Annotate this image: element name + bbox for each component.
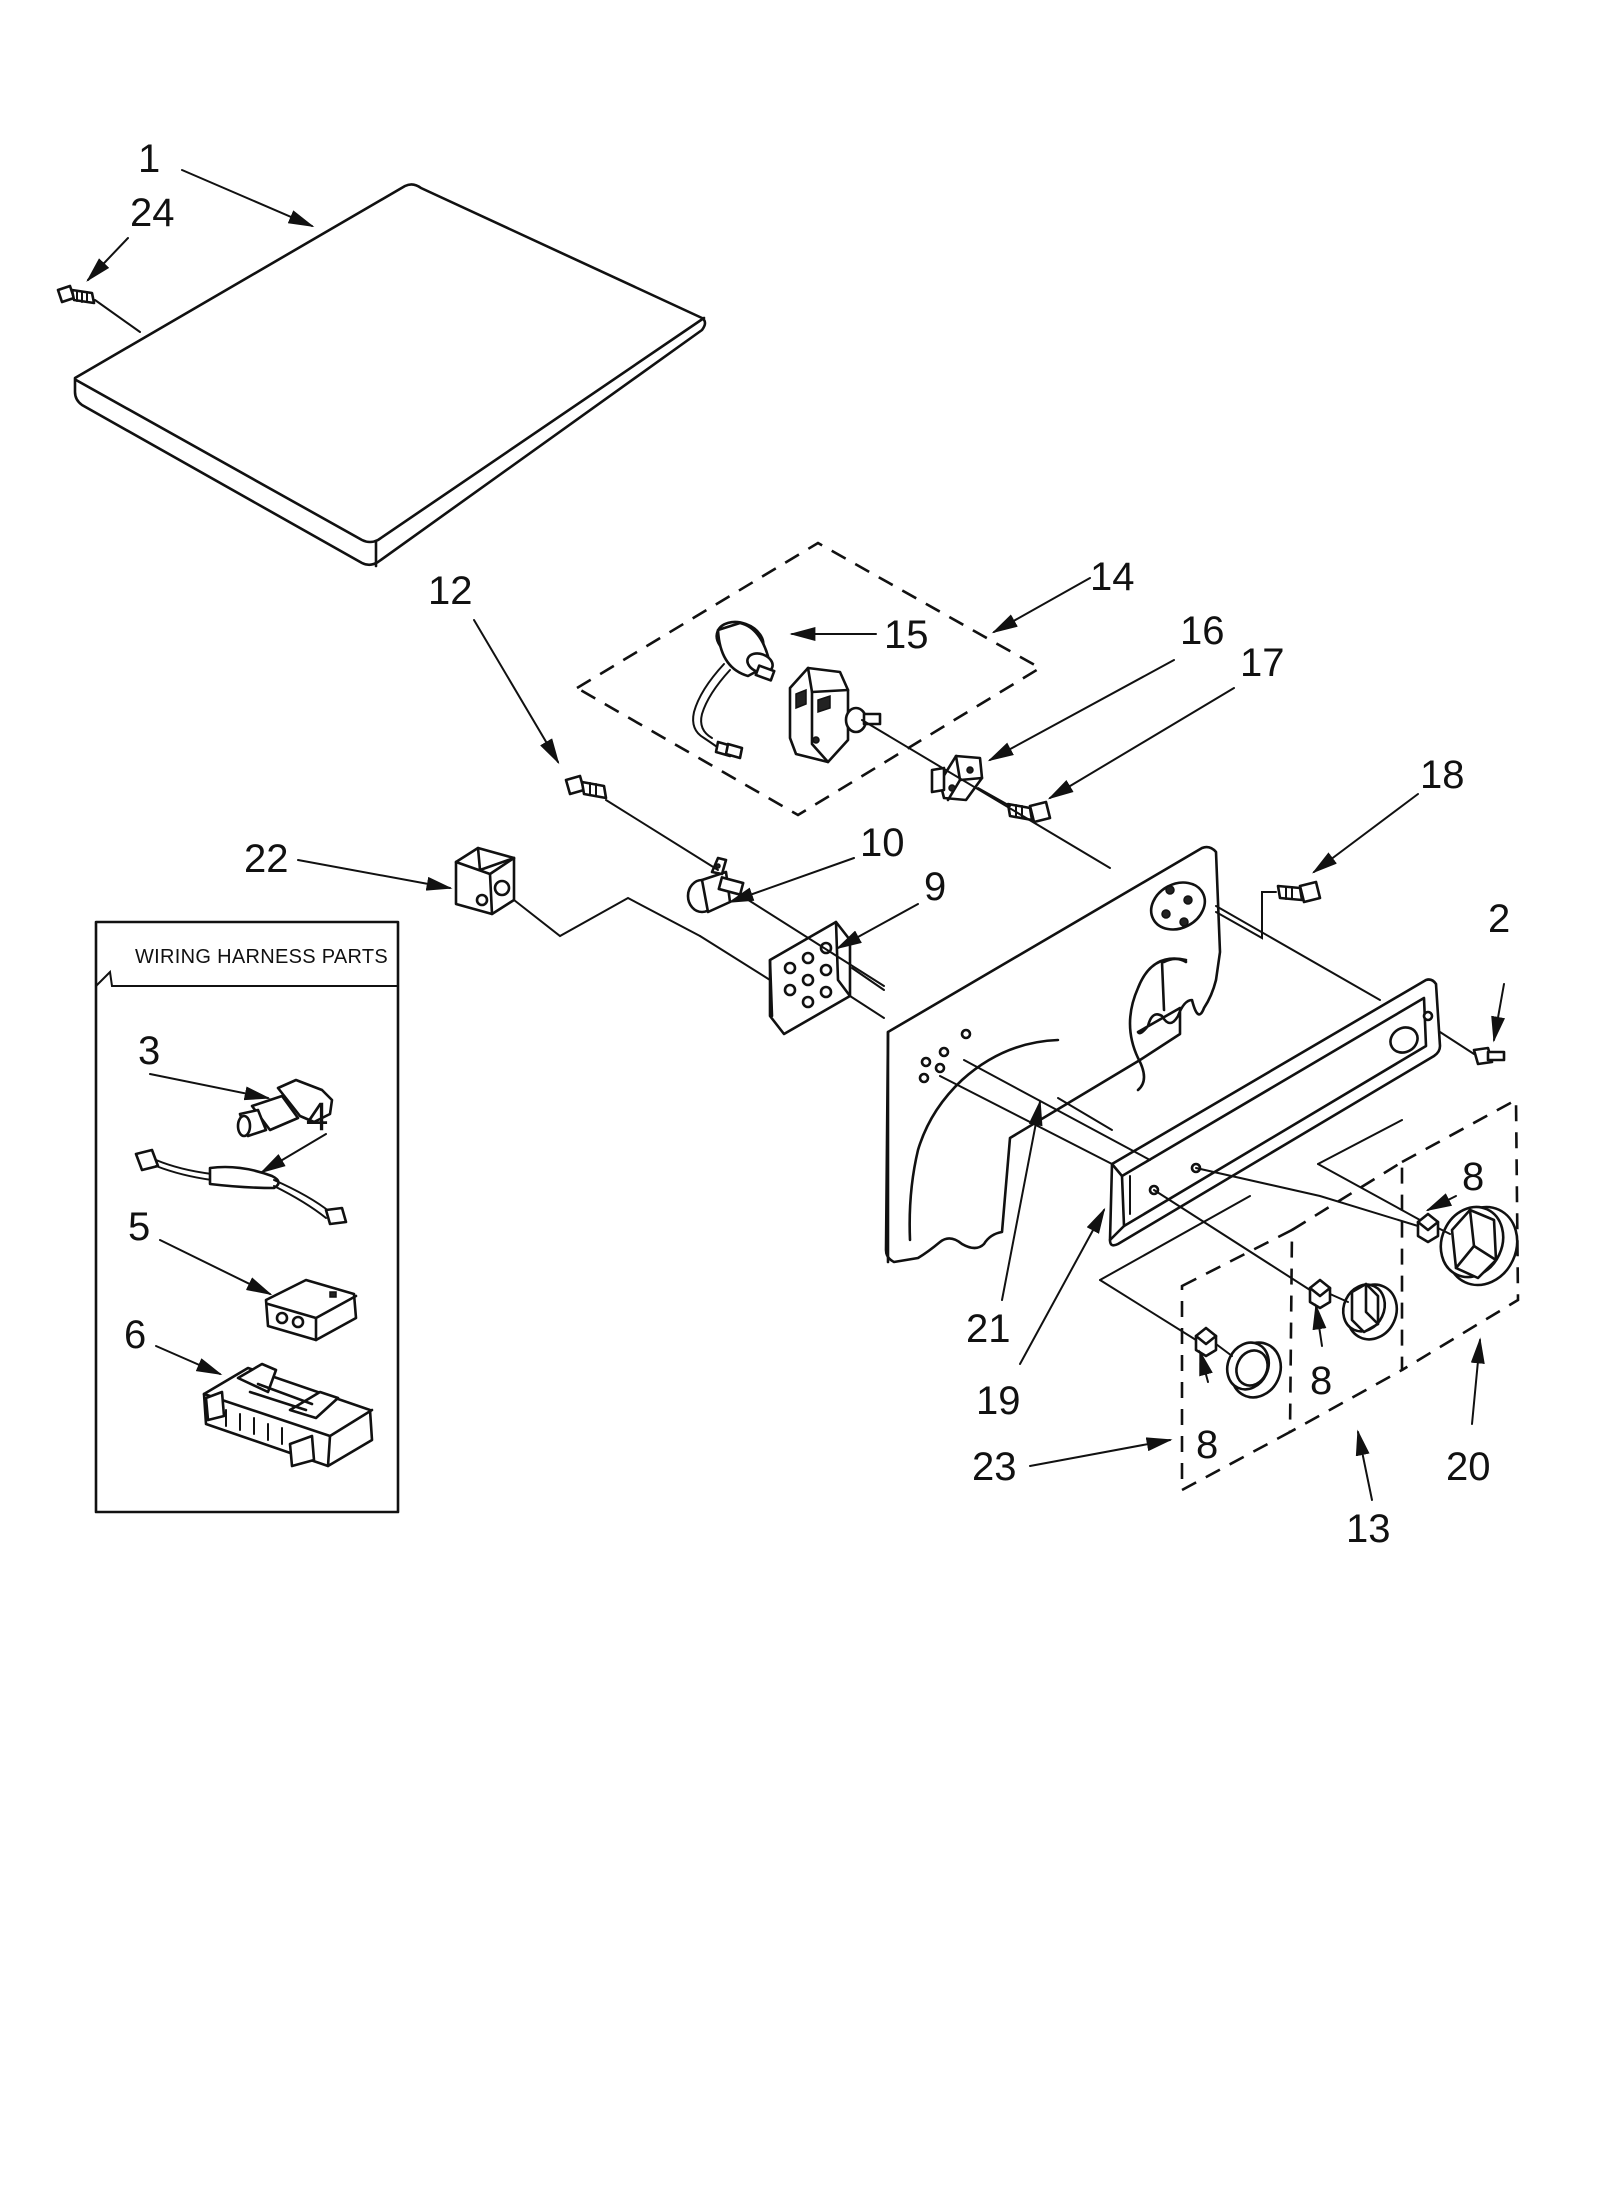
screw-icon-part-18	[1276, 880, 1322, 904]
callout-23: 23	[972, 1445, 1017, 1489]
callout-1: 1	[138, 137, 160, 181]
knob-insert-icon-part-8c	[1194, 1326, 1218, 1358]
bracket-icon-part-16	[930, 754, 984, 802]
wiring-harness-parts-box: WIRING HARNESS PARTS	[94, 920, 400, 1514]
callout-22: 22	[244, 837, 289, 881]
callout-14: 14	[1090, 555, 1135, 599]
callout-15: 15	[884, 613, 929, 657]
knob-icon-part-23	[1225, 1341, 1283, 1399]
thermostat-icon-part-10	[686, 856, 745, 914]
callout-2: 2	[1488, 897, 1510, 941]
callout-16: 16	[1180, 609, 1225, 653]
callout-8-top: 8	[1462, 1155, 1484, 1199]
callout-3: 3	[138, 1029, 160, 1073]
callout-17: 17	[1240, 641, 1285, 685]
callout-19: 19	[976, 1379, 1021, 1423]
wire-icon-part-4	[134, 1133, 348, 1226]
knob-insert-icon-part-8a	[1416, 1212, 1440, 1244]
callout-5: 5	[128, 1205, 150, 1249]
screw-icon-part-12	[564, 774, 608, 800]
callout-9: 9	[924, 865, 946, 909]
console-bezel-part-19	[1108, 978, 1442, 1247]
wiring-harness-title: WIRING HARNESS PARTS	[135, 946, 388, 968]
callout-arrows	[86, 169, 1506, 1501]
console-panel	[884, 845, 1222, 1264]
callout-8-bottom: 8	[1196, 1423, 1218, 1467]
leader-lines	[605, 719, 1475, 1357]
screw-icon-part-17	[1006, 800, 1052, 824]
top-panel-part-1	[73, 183, 707, 568]
timer-assembly-group-14	[574, 541, 1043, 817]
knob-icon-part-20	[1439, 1205, 1519, 1287]
callout-8-middle: 8	[1310, 1359, 1332, 1403]
callout-13: 13	[1346, 1507, 1391, 1551]
callout-18: 18	[1420, 753, 1465, 797]
knob-insert-icon-part-8b	[1308, 1278, 1332, 1310]
screw-icon-part-24	[56, 284, 141, 333]
callout-labels: 1 24 12 14 15 16 17 18 22 10 9 2 3 4 5 6…	[124, 137, 1510, 1551]
knob-group-20	[1401, 1097, 1520, 1372]
callout-10: 10	[860, 821, 905, 865]
callout-24: 24	[130, 191, 175, 235]
switch-icon-part-22	[454, 846, 701, 938]
screw-icon-part-2	[1472, 1046, 1506, 1066]
callout-6: 6	[124, 1313, 146, 1357]
timer-switch-icon	[788, 666, 882, 764]
terminal-icon-part-3	[149, 1073, 334, 1138]
motor-icon-part-15	[692, 620, 776, 760]
connector-icon-part-5	[159, 1239, 358, 1342]
callout-4: 4	[306, 1095, 328, 1139]
connector-block-icon-part-6	[155, 1345, 374, 1468]
knob-group-13	[1289, 1159, 1404, 1434]
knob-icon-part-13	[1341, 1282, 1399, 1341]
terminal-block-icon-part-9	[768, 920, 852, 1036]
callout-21: 21	[966, 1307, 1011, 1351]
callout-12: 12	[428, 569, 473, 613]
callout-20: 20	[1446, 1445, 1491, 1489]
